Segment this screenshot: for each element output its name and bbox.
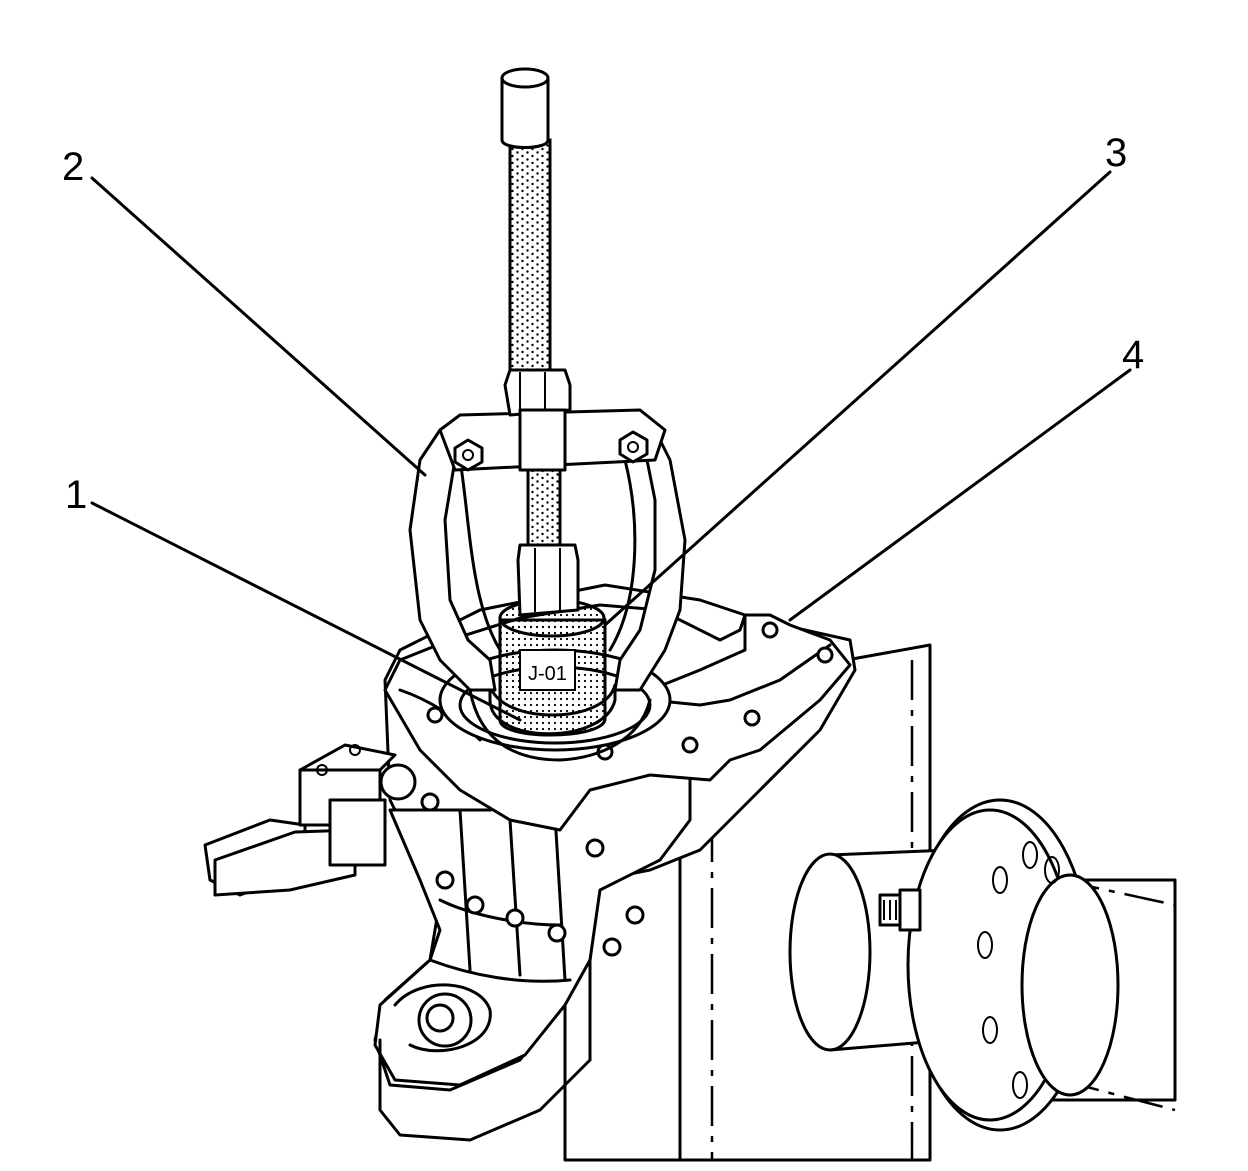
callout-1: 1 [65,473,87,517]
puller-jaws [408,428,687,692]
flange-stud [878,888,922,932]
leader-4 [788,368,1132,622]
puller-bridge [438,408,667,472]
side-bolt-assembly [203,743,417,897]
holding-fixture-shaft [788,798,1177,1132]
leader-2 [90,176,427,477]
adapter-stamp: J-01 [528,663,567,685]
bearing-adapter-cup: J-01 [498,598,607,737]
leader-1 [90,501,522,722]
callout-3: 3 [1105,131,1127,175]
callout-leaders [90,170,1132,722]
callout-4: 4 [1122,333,1144,377]
forcing-screw [500,67,580,617]
callout-2: 2 [62,145,84,189]
leader-3 [603,170,1112,627]
shaft-flange [906,798,1120,1132]
